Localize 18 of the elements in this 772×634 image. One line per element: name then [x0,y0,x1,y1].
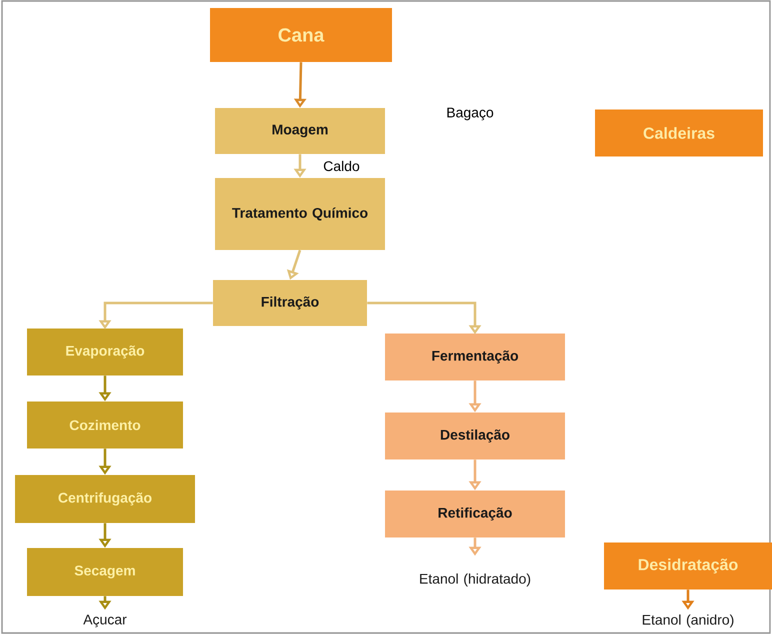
process-box: Desidratação [604,542,772,590]
output-text: Etanol (anidro) [642,614,734,628]
process-box: Centrifugação [15,474,195,523]
stream-label: Bagaço [447,108,494,120]
edge-label: Caldo [322,160,361,172]
process-box: Cana [210,8,392,62]
output-text: Etanol (hidratado) [420,573,530,586]
output-text: Açucar [83,614,127,628]
process-box: Destilação [385,412,565,460]
process-box: Fermentação [385,334,565,380]
process-box: Moagem [215,108,385,154]
process-box: Retificação [385,490,565,538]
process-box: Secagem [27,548,183,596]
process-box: Tratamento Químico [215,178,385,250]
process-box: Filtração [213,280,367,326]
process-box: Caldeiras [595,110,763,156]
process-box: Cozimento [27,401,183,448]
process-box: Evaporação [27,328,183,376]
